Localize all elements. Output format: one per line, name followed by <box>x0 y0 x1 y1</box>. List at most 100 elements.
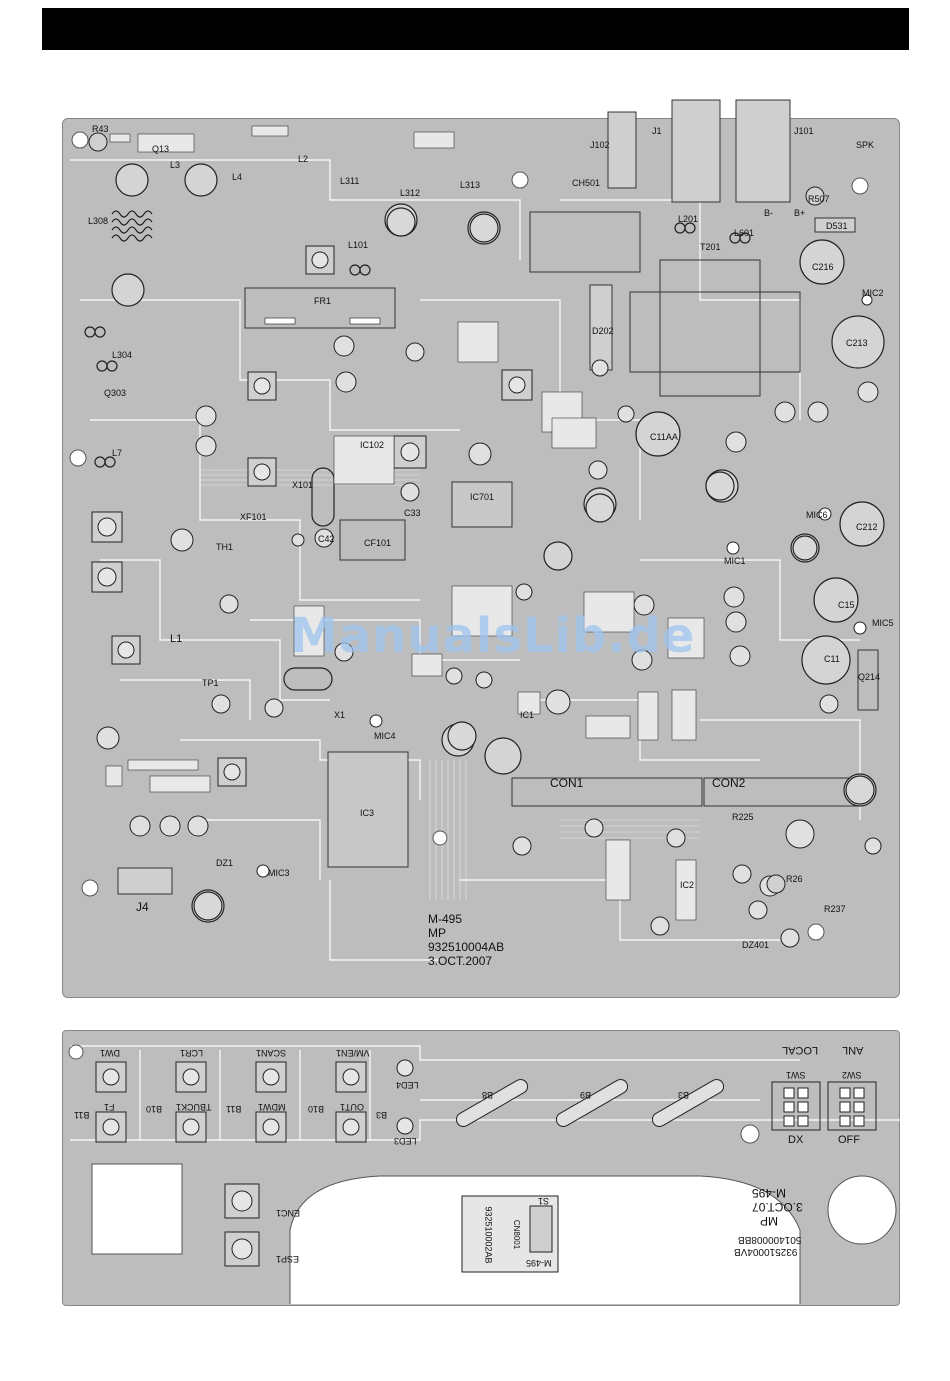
label-l312: L312 <box>400 188 421 198</box>
button-label-f1: F1 <box>104 1102 115 1112</box>
label-l601: L601 <box>734 228 755 238</box>
led-label-b11b: B11 <box>226 1104 242 1114</box>
label-c11aa: C11AA <box>650 432 678 442</box>
label-r225: R225 <box>732 812 754 822</box>
label-d202: D202 <box>592 326 614 336</box>
label-th1: TH1 <box>216 542 234 552</box>
label-mic3: MIC3 <box>268 868 290 878</box>
label-c216: C216 <box>812 262 834 272</box>
button-label-tbuck1: TBUCK1 <box>176 1102 212 1112</box>
button-label-scan1: SCAN1 <box>256 1048 287 1058</box>
label-mic6: MIC6 <box>806 510 828 520</box>
lamp-label-b9: B9 <box>580 1090 592 1100</box>
label-q13: Q13 <box>152 144 170 154</box>
label-d531: D531 <box>826 221 848 231</box>
front-type: MP <box>760 1214 778 1228</box>
subpcb-part: 932510002AB <box>483 1206 494 1264</box>
label-ic2: IC2 <box>680 880 695 890</box>
label-r237: R237 <box>824 904 846 914</box>
led-label-led3: LED3 <box>394 1136 417 1146</box>
header-bar <box>42 8 909 50</box>
subpcb-switch: S1 <box>538 1196 550 1206</box>
front-model: M-495 <box>752 1186 787 1200</box>
connector-con1: CON1 <box>550 776 584 790</box>
watermark: ManualsLib.de <box>290 608 696 664</box>
label-l1: L1 <box>170 633 183 645</box>
label-l7: L7 <box>112 448 123 458</box>
led-label-b3: B3 <box>376 1110 388 1120</box>
label-l308: L308 <box>88 216 109 226</box>
switch-sw1-func: LOCAL <box>782 1044 819 1056</box>
connector-j4: J4 <box>136 900 149 914</box>
connector-j1: J1 <box>652 126 662 136</box>
label-bplus: B+ <box>794 208 806 218</box>
board-type: MP <box>428 926 446 940</box>
board-date: 3.OCT.2007 <box>428 954 493 968</box>
label-c42: C42 <box>318 534 335 544</box>
label-q214: Q214 <box>858 672 881 682</box>
label-ic701: IC701 <box>470 492 495 502</box>
led-label-b10a: B10 <box>146 1104 163 1114</box>
connector-j101: J101 <box>794 126 814 136</box>
label-r507: R507 <box>808 194 830 204</box>
label-ic102: IC102 <box>360 440 385 450</box>
encoder-label-esp1: ESP1 <box>276 1254 300 1264</box>
label-x101: X101 <box>292 480 314 490</box>
button-label-dw1: DW1 <box>100 1048 120 1058</box>
button-label-lcr1: LCR1 <box>180 1048 204 1058</box>
label-mic4: MIC4 <box>374 731 396 741</box>
label-dz401: DZ401 <box>742 940 770 950</box>
label-ch501: CH501 <box>572 178 601 188</box>
subpcb-conn: CN8001 <box>512 1219 522 1250</box>
label-r43: R43 <box>92 124 109 134</box>
switch-sw2-pos: OFF <box>838 1134 860 1146</box>
label-mic1: MIC1 <box>724 556 746 566</box>
lamp-label-b8: B8 <box>482 1090 494 1100</box>
label-xf101: XF101 <box>240 512 267 522</box>
label-c15: C15 <box>838 600 855 610</box>
front-part-2: 932510004VB <box>734 1246 798 1257</box>
connector-con2: CON2 <box>712 776 746 790</box>
button-label-vmen1: VM/EN1 <box>336 1048 370 1058</box>
label-bminus: B- <box>764 208 773 218</box>
board-part-number: 932510004AB <box>428 940 505 954</box>
label-l4: L4 <box>232 172 243 182</box>
label-x1: X1 <box>334 710 346 720</box>
switch-sw2-func: ANL <box>842 1044 864 1056</box>
lamp-label-b3: B3 <box>678 1090 690 1100</box>
encoder-label-enc1: ENC1 <box>276 1208 301 1218</box>
label-mic5: MIC5 <box>872 618 894 628</box>
switch-sw1-pos: DX <box>788 1134 804 1146</box>
label-c33: C33 <box>404 508 421 518</box>
label-l311: L311 <box>340 176 360 186</box>
label-dz1: DZ1 <box>216 858 234 868</box>
led-label-b11a: B11 <box>74 1110 90 1120</box>
label-l201: L201 <box>678 214 699 224</box>
label-l304: L304 <box>112 350 133 360</box>
label-l313: L313 <box>460 180 481 190</box>
label-l101: L101 <box>348 240 369 250</box>
button-label-out1: OUT1 <box>340 1102 365 1112</box>
label-ic1: IC1 <box>520 710 535 720</box>
front-date: 3.OCT.07 <box>752 1200 803 1214</box>
front-part-1: 501400008BB <box>738 1234 802 1245</box>
button-label-mdw1: MDW1 <box>258 1102 286 1112</box>
connector-spk: SPK <box>856 140 875 150</box>
label-fr1: FR1 <box>314 296 332 306</box>
connector-j102: J102 <box>590 140 610 150</box>
label-mic2: MIC2 <box>862 288 884 298</box>
label-tp1: TP1 <box>202 678 219 688</box>
led-label-b10b: B10 <box>308 1104 325 1114</box>
label-l2: L2 <box>298 154 309 164</box>
subpcb-model: M-495 <box>526 1258 552 1268</box>
label-c213: C213 <box>846 338 868 348</box>
label-l3: L3 <box>170 160 181 170</box>
switch-sw2-name: SW2 <box>842 1070 862 1080</box>
board-model: M-495 <box>428 912 463 926</box>
label-r26: R26 <box>786 874 803 884</box>
label-t201: T201 <box>700 242 721 252</box>
switch-sw1-name: SW1 <box>786 1070 806 1080</box>
label-c212: C212 <box>856 522 878 532</box>
